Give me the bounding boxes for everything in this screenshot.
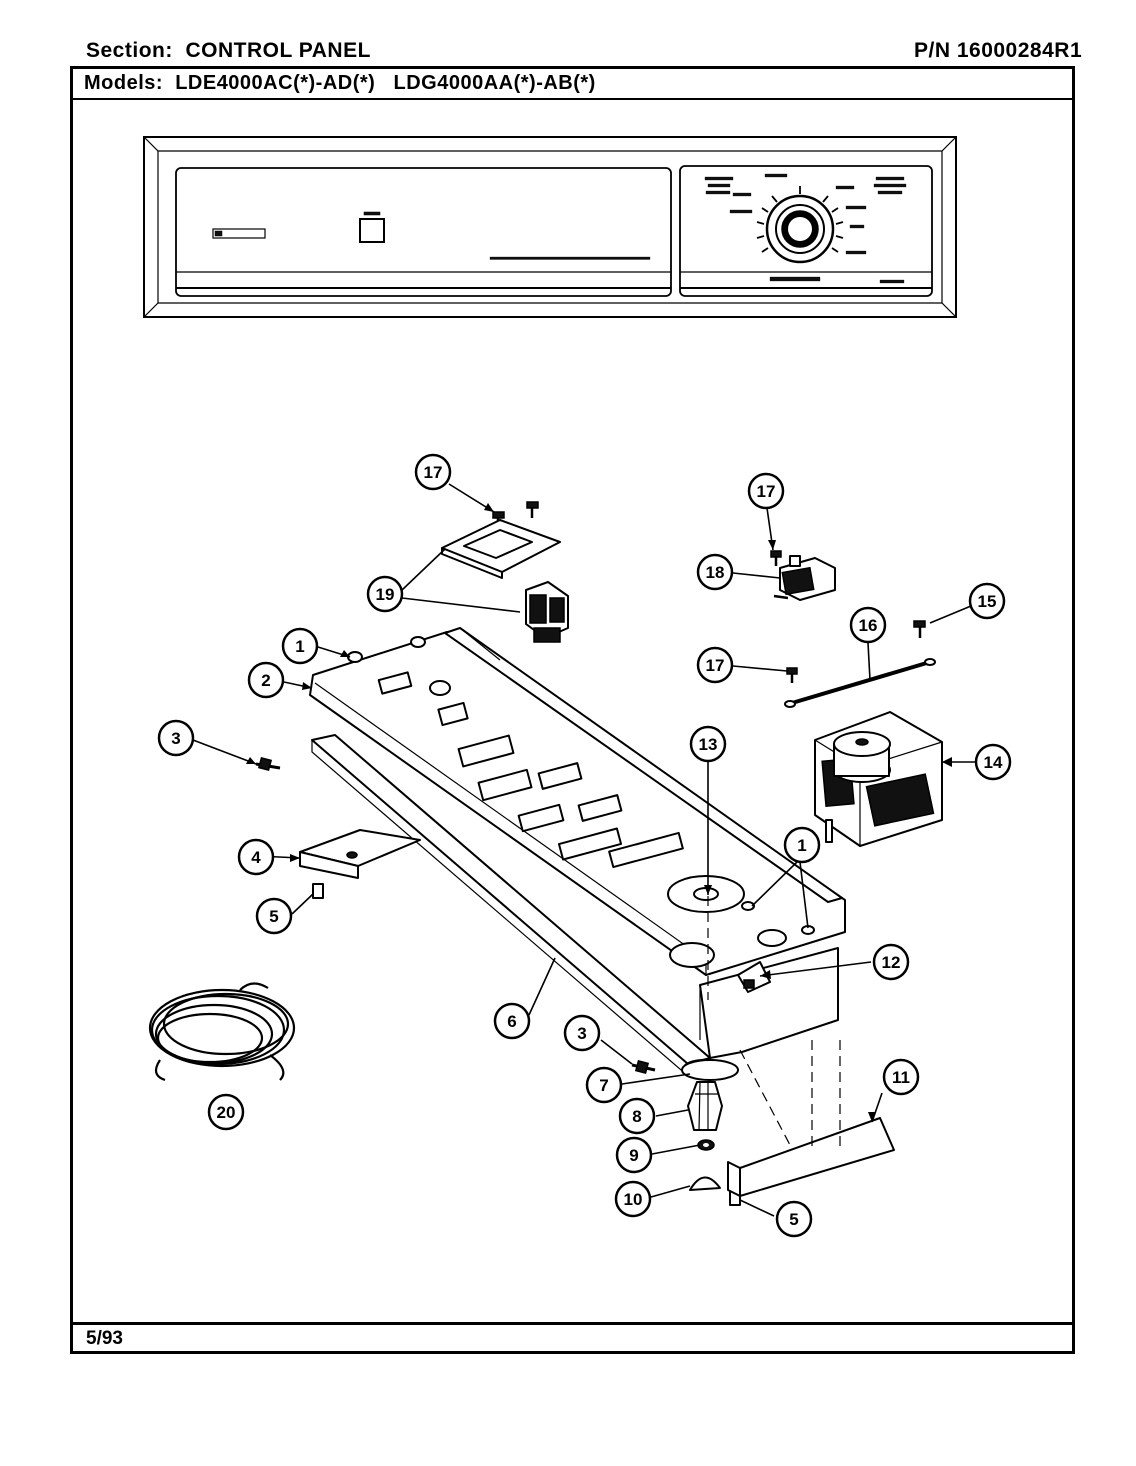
callout-6: 6	[493, 1002, 531, 1040]
callout-11: 11	[882, 1058, 920, 1096]
svg-text:13: 13	[699, 735, 718, 754]
svg-text:11: 11	[892, 1068, 910, 1087]
part-clip-left	[312, 883, 324, 899]
callout-12: 12	[872, 943, 910, 981]
callout-5-b: 5	[775, 1200, 813, 1238]
svg-text:18: 18	[706, 563, 725, 582]
part-nuts	[347, 636, 815, 935]
callout-13: 13	[689, 725, 727, 763]
callout-1-b: 1	[783, 826, 821, 864]
svg-text:9: 9	[629, 1146, 638, 1165]
part-start-switch	[441, 519, 569, 643]
callout-3-b: 3	[563, 1014, 601, 1052]
callout-17-b: 17	[747, 472, 785, 510]
svg-text:6: 6	[507, 1012, 516, 1031]
callout-17-a: 17	[414, 453, 452, 491]
svg-text:20: 20	[217, 1103, 236, 1122]
callout-17-c: 17	[696, 646, 734, 684]
part-ground-strap	[784, 658, 936, 708]
models-line: Models: LDE4000AC(*)-AD(*) LDG4000AA(*)-…	[84, 72, 596, 94]
callout-1-a: 1	[281, 627, 319, 665]
svg-text:2: 2	[261, 671, 270, 690]
part-screws-17	[492, 501, 798, 683]
control-panel-front-view	[143, 136, 957, 318]
svg-text:5: 5	[269, 907, 278, 926]
callout-19: 19	[366, 575, 404, 613]
svg-text:16: 16	[859, 616, 878, 635]
svg-text:3: 3	[171, 729, 180, 748]
part-left-bracket	[299, 829, 421, 879]
svg-text:15: 15	[978, 592, 997, 611]
callout-20: 20	[207, 1093, 245, 1131]
part-number: P/N 16000284R1	[914, 39, 1083, 62]
callout-14: 14	[974, 743, 1012, 781]
part-right-bracket	[727, 1040, 895, 1197]
part-screw-15	[913, 620, 926, 638]
callout-15: 15	[968, 582, 1006, 620]
callout-16: 16	[849, 606, 887, 644]
svg-text:14: 14	[984, 753, 1003, 772]
part-timer	[814, 711, 943, 847]
callout-9: 9	[615, 1136, 653, 1174]
svg-text:1: 1	[295, 637, 304, 656]
part-switch-clip	[737, 961, 771, 993]
footer-divider	[70, 1322, 1075, 1325]
svg-text:3: 3	[577, 1024, 586, 1043]
diagram-frame	[70, 66, 1075, 1354]
part-lower-strip	[311, 734, 839, 1078]
svg-text:17: 17	[424, 463, 443, 482]
callout-2: 2	[247, 661, 285, 699]
callout-18: 18	[696, 553, 734, 591]
svg-text:8: 8	[632, 1107, 641, 1126]
callout-4: 4	[237, 838, 275, 876]
models-value: LDE4000AC(*)-AD(*) LDG4000AA(*)-AB(*)	[175, 72, 596, 94]
svg-text:10: 10	[624, 1190, 643, 1209]
section-value: CONTROL PANEL	[185, 39, 371, 62]
revision-date: 5/93	[86, 1328, 123, 1349]
svg-text:19: 19	[376, 585, 395, 604]
part-screw-lower	[631, 1059, 656, 1075]
callout-8: 8	[618, 1097, 656, 1135]
part-knob-stack	[681, 1059, 739, 1191]
callout-3-a: 3	[157, 719, 195, 757]
callout-7: 7	[585, 1066, 623, 1104]
part-screw-upper	[255, 756, 281, 772]
models-divider	[70, 98, 1075, 100]
callout-10: 10	[614, 1180, 652, 1218]
svg-text:17: 17	[757, 482, 776, 501]
svg-text:5: 5	[789, 1210, 798, 1229]
callout-5-a: 5	[255, 897, 293, 935]
svg-text:17: 17	[706, 656, 725, 675]
svg-text:12: 12	[882, 953, 901, 972]
part-control-bracket-top	[309, 627, 846, 977]
svg-text:4: 4	[251, 848, 261, 867]
svg-text:1: 1	[797, 836, 806, 855]
section-label: Section: CONTROL PANEL	[86, 39, 371, 62]
svg-text:7: 7	[599, 1076, 608, 1095]
part-wire-harness	[148, 982, 296, 1082]
part-relay	[773, 555, 836, 601]
